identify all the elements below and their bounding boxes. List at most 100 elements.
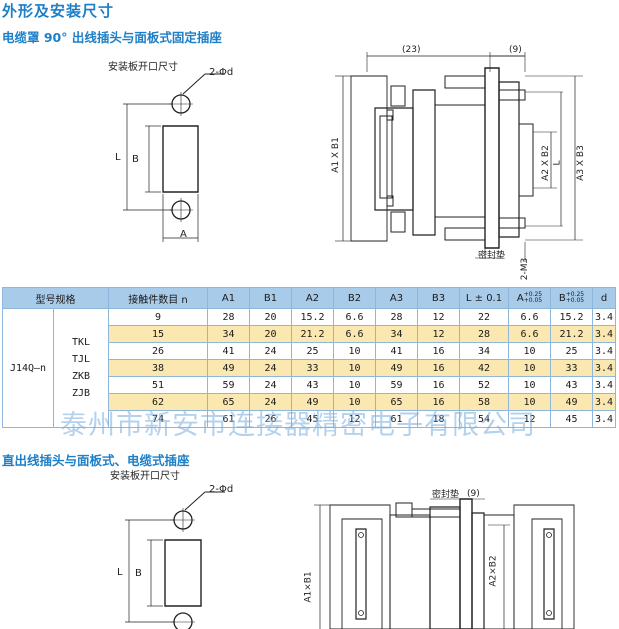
table-cell: 15: [108, 325, 208, 343]
header-B2: B2: [333, 287, 376, 309]
dim-L-2: L: [117, 567, 123, 578]
table-cell: 45: [550, 410, 593, 428]
table-cell: 59: [207, 376, 250, 394]
header-B-tol: B+0.25+0.05: [550, 287, 593, 309]
table-cell: 25: [550, 342, 593, 360]
dim-L-1: L: [115, 152, 121, 163]
section1-title: 电缆罩 90° 出线插头与面板式固定插座: [2, 30, 222, 45]
table-cell: 3.4: [592, 393, 616, 411]
table-cell: 59: [375, 376, 418, 394]
table-cell: 6.6: [333, 308, 376, 326]
table-cell: 6.6: [333, 325, 376, 343]
table-cell: 24: [249, 342, 292, 360]
header-L: L ± 0.1: [459, 287, 509, 309]
table-cell: 21.2: [291, 325, 334, 343]
header-B1: B1: [249, 287, 292, 309]
table-cell: 28: [375, 308, 418, 326]
dim-A-1: A: [180, 229, 187, 240]
header-A-main: A: [516, 293, 524, 304]
plug-drawing-1: [335, 50, 615, 290]
table-cell: 49: [207, 359, 250, 377]
cutout-drawing-2: [95, 478, 225, 629]
header-B-main: B: [558, 293, 566, 304]
header-A-minus: +0.05: [523, 297, 543, 304]
type-label: TJL: [71, 354, 91, 365]
dim-A1xB1-1: A1 X B1: [330, 137, 341, 173]
table-cell: 24: [249, 376, 292, 394]
table-cell: 25: [291, 342, 334, 360]
table-cell: 49: [375, 359, 418, 377]
dim-B-1: B: [132, 154, 139, 165]
table-header-row: 型号规格 接触件数目 n A1 B1 A2 B2 A3 B3 L ± 0.1 A…: [2, 287, 616, 309]
table-cell: 34: [459, 342, 509, 360]
page-title: 外形及安装尺寸: [2, 2, 115, 20]
header-B3: B3: [417, 287, 460, 309]
table-cell: 61: [375, 410, 418, 428]
seal-label-2: 密封垫: [432, 490, 460, 500]
table-cell: 33: [291, 359, 334, 377]
type-label: ZKB: [71, 371, 91, 382]
table-cell: 16: [417, 359, 460, 377]
table-cell: 24: [249, 359, 292, 377]
mount-cutout-label: 安装板开口尺寸: [108, 62, 178, 73]
dim-A1xB1-2: A1×B1: [303, 571, 314, 603]
table-cell: 10: [333, 342, 376, 360]
table-cell: 16: [417, 376, 460, 394]
table-cell: 15.2: [550, 308, 593, 326]
dim-B-2: B: [135, 568, 142, 579]
header-A-tol: A+0.25+0.05: [508, 287, 551, 309]
table-cell: 9: [108, 308, 208, 326]
model-cell: J14Q—n: [2, 308, 54, 428]
table-cell: 41: [375, 342, 418, 360]
table-cell: 3.4: [592, 410, 616, 428]
table-cell: 10: [508, 342, 551, 360]
table-cell: 3.4: [592, 308, 616, 326]
table-cell: 20: [249, 325, 292, 343]
table-cell: 3.4: [592, 342, 616, 360]
table-cell: 3.4: [592, 359, 616, 377]
table-cell: 65: [375, 393, 418, 411]
table-cell: 26: [249, 410, 292, 428]
dim-L-1b: L: [552, 160, 563, 166]
table-cell: 10: [508, 376, 551, 394]
table-cell: 52: [459, 376, 509, 394]
table-cell: 65: [207, 393, 250, 411]
header-B-plus: +0.25: [565, 291, 585, 298]
table-cell: 15.2: [291, 308, 334, 326]
table-cell: 41: [207, 342, 250, 360]
table-cell: 34: [207, 325, 250, 343]
table-cell: 49: [550, 393, 593, 411]
table-cell: 6.6: [508, 308, 551, 326]
dim-A2xB2-2: A2×B2: [488, 555, 499, 587]
table-cell: 3.4: [592, 325, 616, 343]
header-model: 型号规格: [2, 287, 109, 309]
table-cell: 61: [207, 410, 250, 428]
dim-M3: 2-M3: [520, 257, 531, 281]
table-cell: 3.4: [592, 376, 616, 394]
header-A1: A1: [207, 287, 250, 309]
table-cell: 12: [508, 410, 551, 428]
plug-drawing-2: [300, 495, 610, 629]
table-cell: 45: [291, 410, 334, 428]
table-cell: 38: [108, 359, 208, 377]
dim-A2xB2-1: A2 X B2: [540, 145, 551, 181]
table-cell: 20: [249, 308, 292, 326]
table-cell: 51: [108, 376, 208, 394]
dim-9-1: (9): [509, 45, 522, 55]
table-cell: 49: [291, 393, 334, 411]
hole-label: 2-Φd: [209, 67, 234, 78]
table-cell: 16: [417, 393, 460, 411]
type-label: TKL: [71, 337, 91, 348]
section2-title: 直出线插头与面板式、电缆式插座: [2, 453, 190, 468]
table-cell: 16: [417, 342, 460, 360]
table-cell: 12: [333, 410, 376, 428]
table-cell: 10: [333, 376, 376, 394]
header-count: 接触件数目 n: [108, 287, 208, 309]
table-cell: 12: [417, 325, 460, 343]
